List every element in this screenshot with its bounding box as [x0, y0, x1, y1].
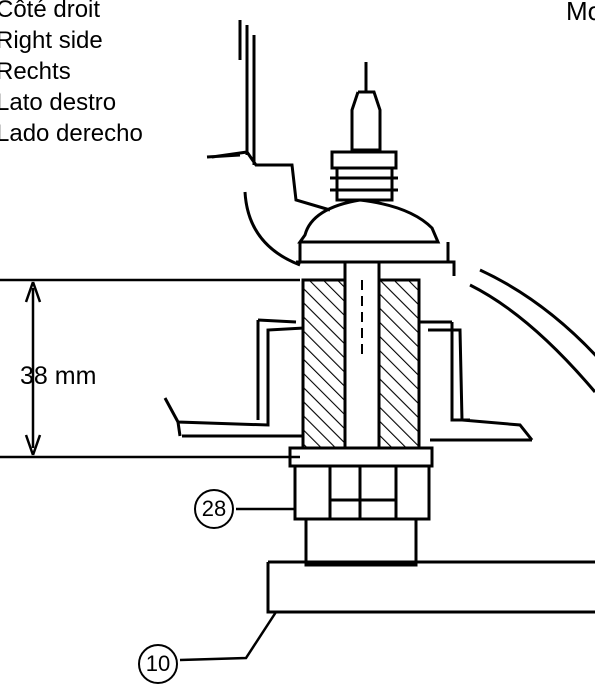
- bolt-shank: [343, 260, 381, 459]
- lower-nut: [293, 464, 431, 521]
- corner-label: Mo: [566, 0, 595, 26]
- side-label-es: Lado derecho: [0, 120, 143, 147]
- leader-10: [179, 611, 278, 662]
- hose: [243, 191, 595, 357]
- rubber-dome: [297, 198, 441, 244]
- callout-nut: 28: [194, 489, 234, 529]
- side-label-de: Rechts: [0, 58, 71, 85]
- bolt-tip: [350, 62, 382, 152]
- callout-base: 10: [138, 644, 178, 684]
- frame-rail: [206, 20, 331, 212]
- side-label-it: Lato destro: [0, 89, 117, 116]
- base-pedestal: [304, 517, 418, 567]
- dimension-line: [0, 278, 300, 459]
- lower-washer: [288, 446, 434, 468]
- upper-washer: [330, 150, 398, 202]
- side-label-en: Right side: [0, 27, 103, 54]
- dimension-label: 38 mm: [20, 362, 97, 390]
- side-label-fr: Côté droit: [0, 0, 101, 23]
- side-label-list: Côté droit Right side Rechts Lato destro…: [0, 0, 143, 149]
- bracket-right: [418, 320, 534, 441]
- bracket-left: [163, 318, 305, 427]
